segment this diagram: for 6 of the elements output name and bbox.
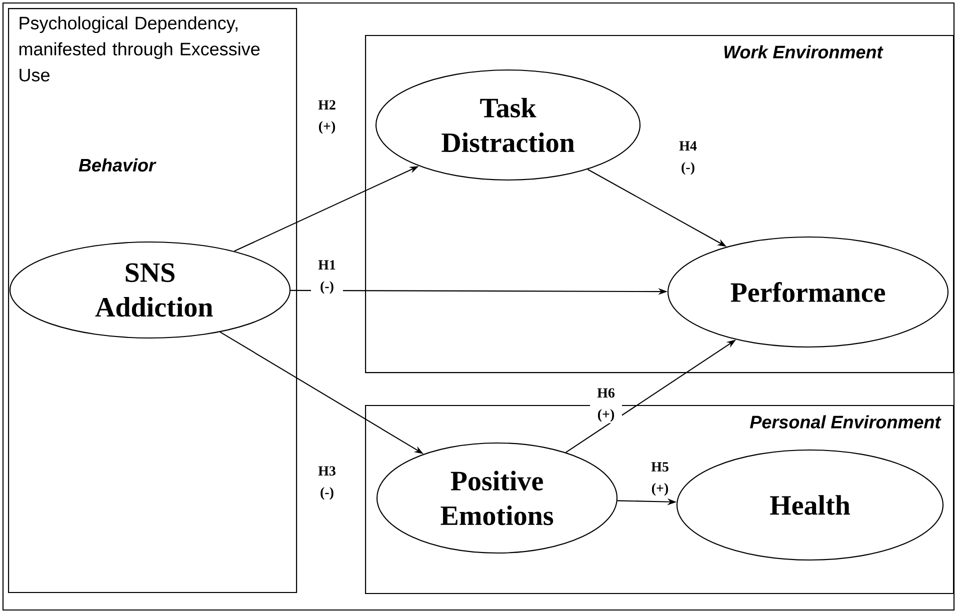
edge-label: H4 (-) (672, 140, 704, 176)
edge-label: H2 (+) (311, 98, 343, 136)
edge-label: H5 (+) (644, 460, 676, 498)
edge-label: H3 (-) (311, 464, 343, 502)
edge-label: H1 (-) (311, 258, 343, 296)
edge-label: H6 (+) (590, 386, 622, 424)
